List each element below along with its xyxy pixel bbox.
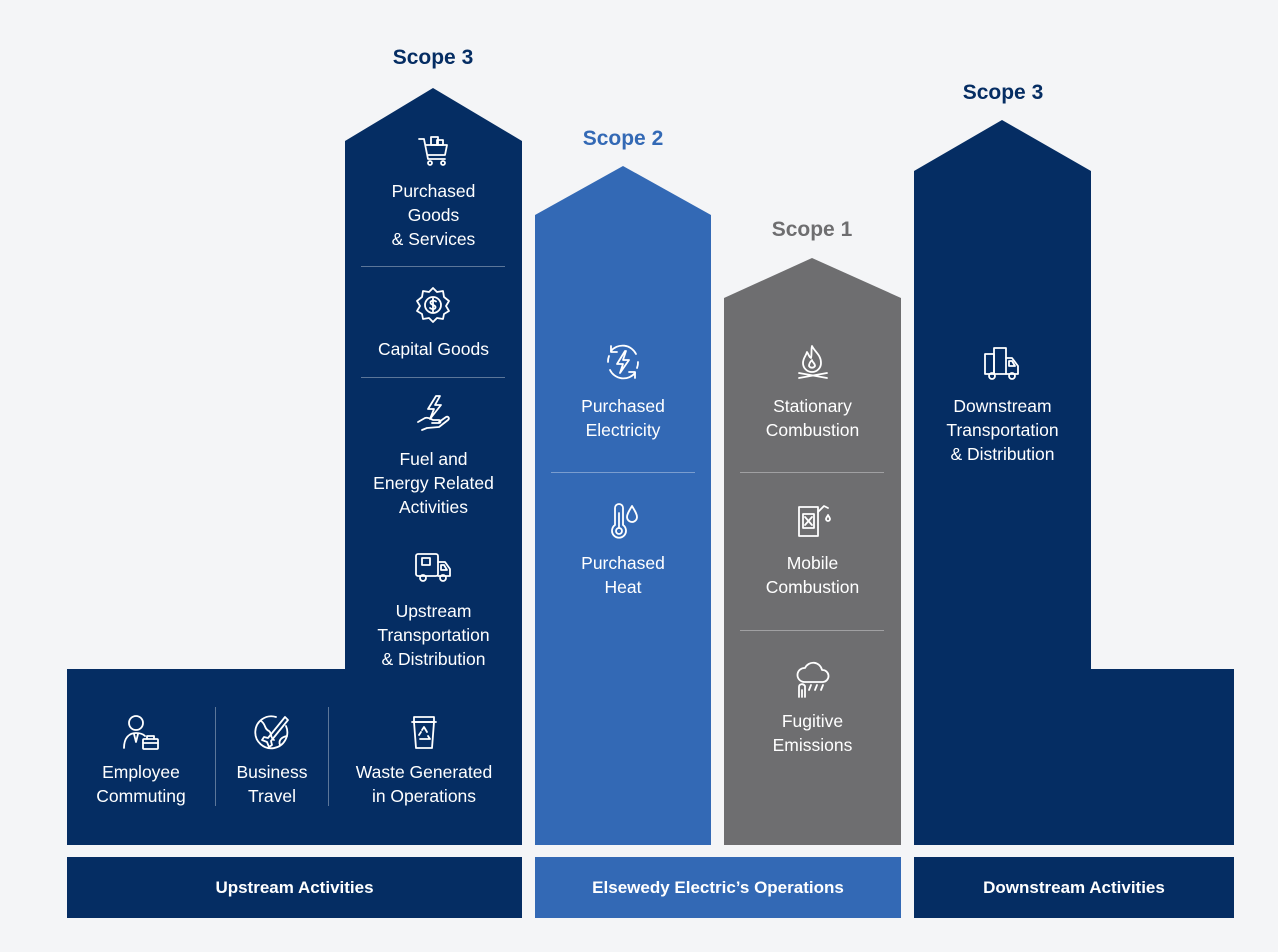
delivery-truck-icon	[413, 547, 453, 587]
globe-plane-icon	[252, 712, 292, 752]
thermometer-icon	[603, 501, 643, 541]
upstream-activities-footer: Upstream Activities	[67, 857, 522, 918]
scope2-item-label: Purchased Electricity	[581, 396, 665, 440]
divider	[361, 266, 505, 267]
operations-footer: Elsewedy Electric’s Operations	[535, 857, 901, 918]
employee-briefcase-icon	[121, 712, 161, 752]
divider	[215, 707, 216, 806]
dollar-gear-icon	[413, 285, 453, 325]
scope1-column	[724, 258, 901, 845]
divider	[740, 472, 884, 473]
cloud-rain-icon	[793, 660, 833, 700]
upstream-item-label: Upstream Transportation & Distribution	[377, 601, 490, 669]
scope1-item-label: Mobile Combustion	[765, 553, 860, 597]
delivery-truck-icon	[981, 342, 1021, 382]
divider	[740, 630, 884, 631]
downstream-scope-title: Scope 3	[962, 81, 1044, 104]
scope1-title: Scope 1	[771, 218, 853, 241]
scope1-item-label: Fugitive Emissions	[772, 711, 853, 755]
bottom-item-label: Employee Commuting	[96, 762, 186, 806]
scope2-item-label: Purchased Heat	[581, 553, 665, 597]
downstream-item-label: Downstream Transportation & Distribution	[946, 396, 1059, 464]
divider	[551, 472, 695, 473]
bottom-item-label: Waste Generated in Operations	[355, 762, 493, 806]
upstream-scope-title: Scope 3	[392, 46, 474, 69]
scope1-item-label: Stationary Combustion	[765, 396, 860, 440]
divider	[361, 377, 505, 378]
upstream-item-label: Purchased Goods & Services	[391, 181, 476, 249]
upstream-column	[67, 88, 522, 845]
scope2-title: Scope 2	[582, 127, 664, 150]
downstream-column	[914, 120, 1234, 845]
fuel-can-icon	[793, 500, 833, 540]
hand-lightning-icon	[413, 392, 453, 432]
shopping-cart-icon	[413, 131, 453, 171]
recycle-bin-icon	[404, 712, 444, 752]
upstream-item-label: Capital Goods	[378, 339, 489, 359]
upstream-item-label: Fuel and Energy Related Activities	[373, 449, 494, 517]
lightning-cycle-icon	[603, 342, 643, 382]
flame-icon	[793, 342, 833, 382]
divider	[328, 707, 329, 806]
bottom-item-label: Business Travel	[236, 762, 308, 806]
downstream-activities-footer: Downstream Activities	[914, 857, 1234, 918]
